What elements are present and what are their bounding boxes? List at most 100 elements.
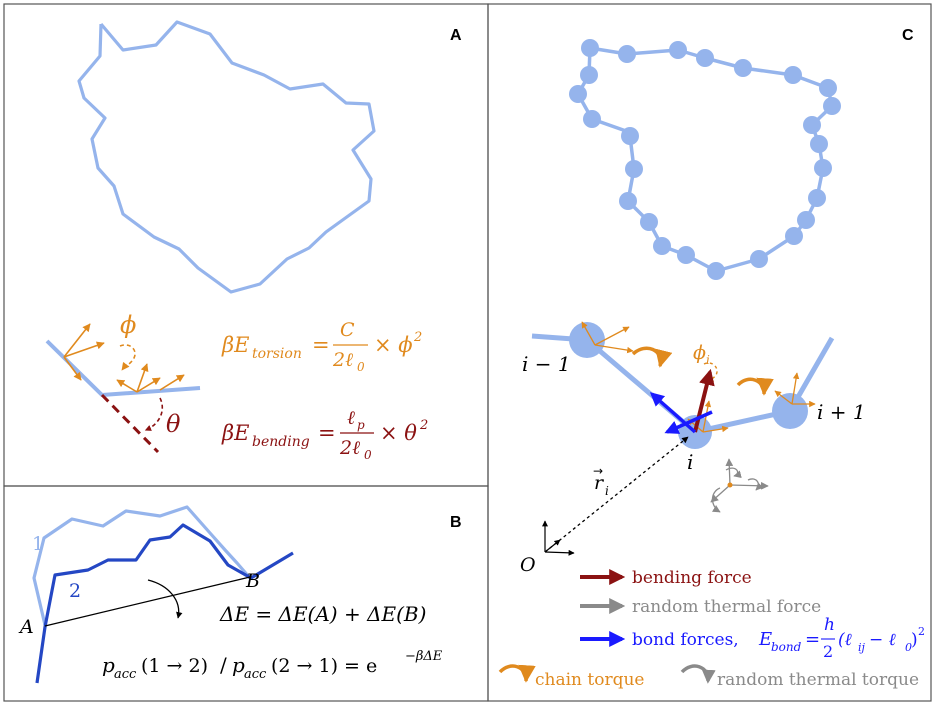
position-vector — [544, 436, 689, 553]
bond-eq-e: E — [758, 629, 772, 650]
bead — [621, 127, 639, 145]
acc-exp: −βΔE — [405, 649, 443, 664]
frame-arrow-b3 — [116, 379, 138, 393]
panel-c-border — [487, 3, 932, 702]
bending-den: 2ℓ — [339, 437, 360, 459]
frame-arrow — [791, 372, 800, 405]
bead-prev — [569, 322, 605, 358]
frame-arrow-a3 — [63, 356, 82, 381]
bead — [677, 246, 695, 264]
bead — [618, 45, 636, 63]
frame-arrow — [594, 344, 634, 354]
panel-c: C — [498, 27, 925, 690]
acceptance-equation: p acc (1 → 2) / p acc (2 → 1) = e −βΔE — [102, 649, 443, 682]
theta-arc — [144, 397, 164, 431]
chain-torque-icon-left — [631, 346, 673, 368]
bead — [823, 97, 841, 115]
bead — [803, 116, 821, 134]
bead-prev-label: i − 1 — [522, 352, 571, 376]
bead — [750, 250, 768, 268]
torsion-equation: βE torsion = C 2ℓ 0 × ϕ 2 — [221, 319, 422, 374]
point-a-label: A — [18, 616, 34, 638]
bead — [625, 160, 643, 178]
bending-lhs: βE — [221, 421, 249, 445]
closed-chain-outline — [77, 20, 376, 294]
frame-arrow — [702, 425, 729, 433]
thermal-torque-arc — [747, 478, 764, 491]
torsion-sub: torsion — [252, 346, 302, 362]
bead — [734, 59, 752, 77]
frame-arrow-b4 — [159, 374, 185, 391]
bending-exp: 2 — [419, 418, 428, 433]
bond-eq-zero: 0 — [905, 641, 912, 654]
bending-equation: βE bending = ℓ p 2ℓ 0 × θ 2 — [221, 407, 428, 462]
bead — [808, 189, 826, 207]
chain-1-label: 1 — [32, 533, 44, 555]
frame-arrow-a1 — [63, 323, 91, 358]
bending-num-sub: p — [357, 418, 365, 432]
bond-force-arrow-2 — [664, 410, 713, 434]
axis-z — [544, 539, 561, 553]
phi-i-label: ϕ — [693, 342, 706, 364]
chain-2 — [35, 523, 294, 684]
legend-bond-text: bond forces, — [632, 630, 739, 650]
theta-label: θ — [166, 410, 181, 438]
chain-2-label: 2 — [69, 580, 81, 602]
bead-next — [772, 393, 808, 429]
move-arrow — [147, 579, 183, 619]
bead-current-label: i — [687, 450, 693, 474]
bead — [797, 211, 815, 229]
bending-equals: = — [318, 421, 336, 445]
panel-a-border — [3, 3, 489, 487]
origin-label: O — [520, 554, 536, 576]
r-i-vector-arrow: → — [593, 464, 603, 478]
thermal-center-dot — [727, 482, 733, 488]
bond-force-arrow-1 — [649, 392, 697, 434]
bond-eq-num: h — [824, 615, 835, 635]
bending-sub: bending — [252, 434, 310, 450]
bending-num: ℓ — [347, 407, 355, 429]
acc-slash: / — [220, 653, 227, 677]
bond-eq-equals: = — [805, 629, 820, 650]
torsion-den: 2ℓ — [332, 349, 353, 371]
bending-force-arrow — [693, 368, 715, 433]
torsion-lhs: βE — [221, 333, 249, 357]
bead — [696, 49, 714, 67]
legend-thermal-torque-label: random thermal torque — [717, 670, 919, 690]
thermal-torque-arc — [725, 467, 742, 479]
random-thermal-icon — [710, 458, 769, 513]
bead — [810, 135, 828, 153]
legend-chain-torque-label: chain torque — [535, 670, 644, 690]
thermal-arrow — [725, 458, 734, 486]
bond-eq-ij: ij — [858, 641, 866, 654]
torsion-equals: = — [312, 333, 330, 357]
torsion-num: C — [340, 319, 355, 341]
bead — [669, 41, 687, 59]
panel-c-label: C — [902, 27, 914, 44]
bond-eq-den: 2 — [823, 642, 833, 661]
bond-eq-rest: (ℓ — [838, 630, 852, 650]
acc-sub-1: acc — [114, 667, 137, 682]
bead — [784, 66, 802, 84]
bead — [819, 79, 837, 97]
bond-eq-close: ) — [911, 630, 918, 650]
phi-rotation-arrow — [119, 344, 136, 371]
panel-b-label: B — [450, 514, 462, 531]
phi-i-rotation-arrow — [703, 362, 718, 383]
bead — [581, 39, 599, 57]
bond-eq-minus: − ℓ — [869, 630, 896, 650]
torsion-times: × ϕ — [374, 333, 413, 357]
bead-chain — [569, 39, 841, 280]
frame-arrow — [774, 390, 793, 405]
thermal-arrow — [710, 484, 731, 503]
bond-eq-sub: bond — [771, 640, 802, 654]
bead — [707, 262, 725, 280]
phi-i-sub: i — [706, 353, 710, 367]
bond-eq-sq: 2 — [918, 625, 925, 638]
legend-bending-label: bending force — [632, 568, 752, 588]
chain-torque-icon — [498, 664, 536, 683]
chain-torque-icon-right — [736, 377, 774, 396]
thermal-arrow — [729, 481, 769, 490]
panel-b: B 1 2 A B ΔE = ΔE(A) + ΔE(B) p acc (1 → … — [18, 505, 462, 684]
ab-line — [44, 576, 251, 627]
